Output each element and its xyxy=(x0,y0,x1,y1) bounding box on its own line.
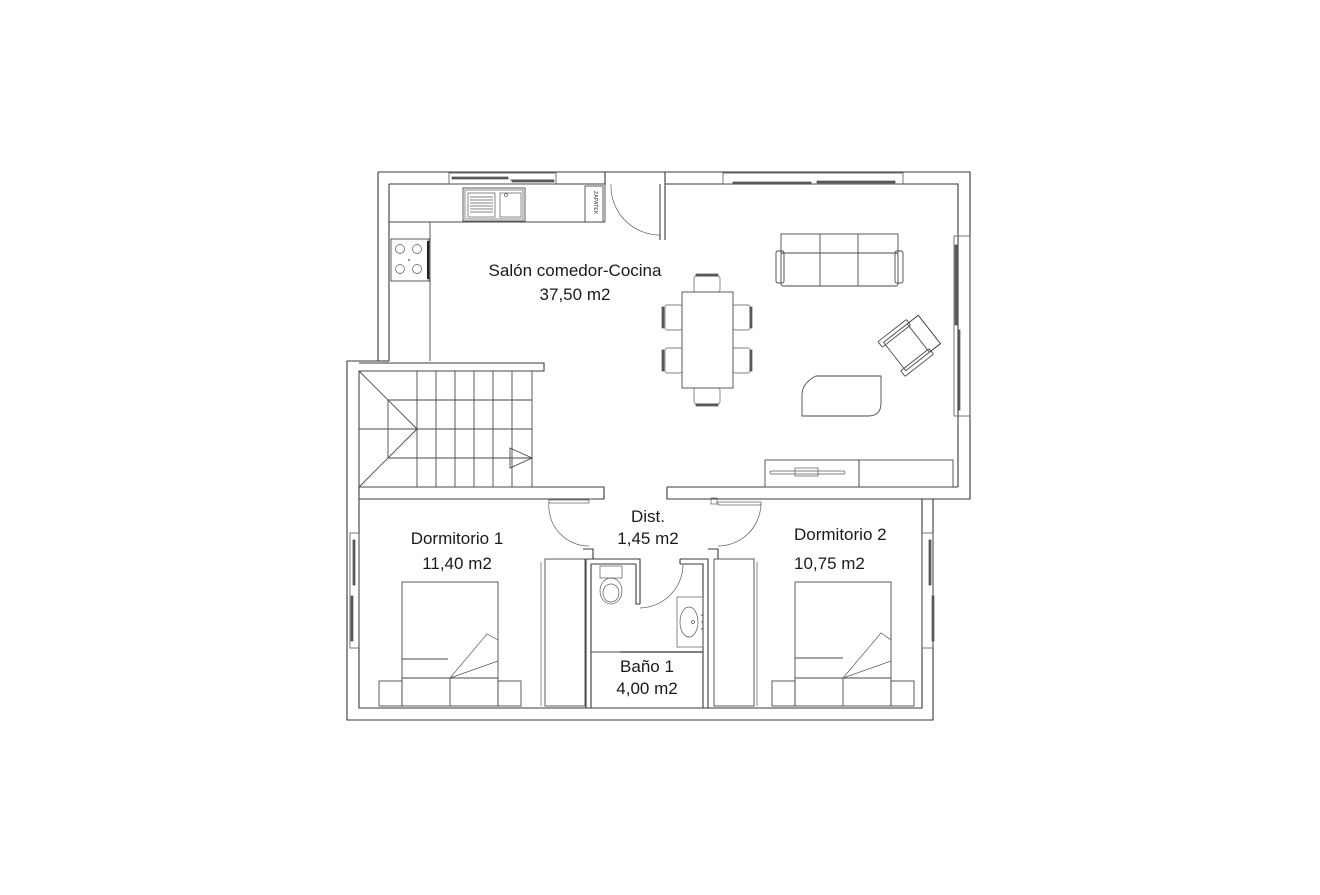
sofa-icon xyxy=(775,233,904,287)
coffee-table-icon xyxy=(801,375,882,417)
double-bed-icon xyxy=(771,581,915,707)
tv-cabinet-icon xyxy=(764,459,954,488)
doors xyxy=(548,183,762,609)
door-swing-icon xyxy=(639,564,684,609)
window-icon xyxy=(722,172,904,185)
interior-walls xyxy=(359,172,958,708)
room-label-dormitorio-2: Dormitorio 2 10,75 m2 xyxy=(794,524,887,575)
door-swing-icon xyxy=(548,498,593,547)
dining-table-icon xyxy=(661,273,753,407)
window-icon xyxy=(448,172,557,185)
room-name: Baño 1 xyxy=(620,657,674,676)
shoe-cabinet-label: ZAPATEK xyxy=(592,191,598,215)
kitchen xyxy=(389,184,606,361)
room-name: Salón comedor-Cocina xyxy=(488,261,662,280)
windows xyxy=(349,172,971,649)
room-label-dormitorio-1: Dormitorio 1 11,40 m2 xyxy=(411,528,504,575)
room-area: 11,40 m2 xyxy=(422,554,492,573)
cooktop-icon xyxy=(390,238,430,282)
window-icon xyxy=(953,235,971,417)
room-label-bano-1: Baño 1 4,00 m2 xyxy=(616,656,677,700)
room-area: 37,50 m2 xyxy=(539,285,611,304)
room-name: Dormitorio 1 xyxy=(410,529,504,548)
double-bed-icon xyxy=(378,581,522,707)
shoe-cabinet xyxy=(584,185,604,223)
kitchen-sink-icon xyxy=(462,187,526,222)
room-area: 10,75 m2 xyxy=(794,554,865,573)
room-area: 1,45 m2 xyxy=(617,529,679,548)
room-label-dist: Dist. 1,45 m2 xyxy=(617,506,678,550)
room-area: 4,00 m2 xyxy=(616,679,678,698)
window-icon xyxy=(349,532,360,649)
wardrobe-icon xyxy=(713,558,758,707)
washbasin-icon xyxy=(676,596,704,648)
armchair-icon xyxy=(877,314,942,377)
room-name: Dormitorio 2 xyxy=(794,525,887,544)
room-name: Dist. xyxy=(631,507,665,526)
room-label-salon: Salón comedor-Cocina 37,50 m2 xyxy=(489,260,662,306)
stairs-icon xyxy=(358,370,534,488)
door-swing-icon xyxy=(610,183,661,236)
door-swing-icon xyxy=(710,497,762,547)
toilet-icon xyxy=(599,565,623,605)
window-icon xyxy=(921,532,935,649)
wardrobe-icon xyxy=(540,558,586,707)
